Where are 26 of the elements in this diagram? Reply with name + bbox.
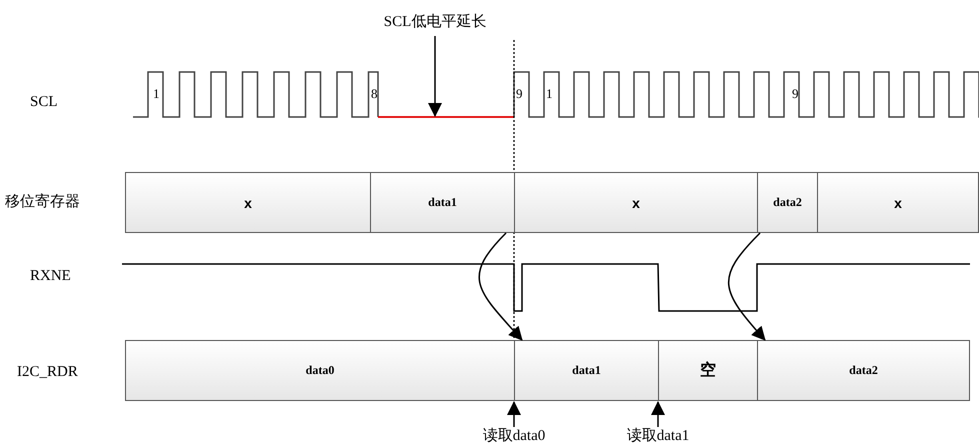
pulse-number: 1 xyxy=(546,86,552,102)
register-cell: x xyxy=(817,172,979,233)
arrow xyxy=(728,232,766,341)
signal-label: RXNE xyxy=(30,268,71,284)
register-cell: data2 xyxy=(757,340,970,401)
arrow xyxy=(651,401,665,427)
read-note: 读取data1 xyxy=(626,428,690,444)
read-note: 读取data0 xyxy=(482,428,546,444)
pulse-number: 1 xyxy=(153,86,160,102)
register-cell: 空 xyxy=(658,340,758,401)
pulse-number: 9 xyxy=(792,86,798,102)
pulse-number: 8 xyxy=(371,86,378,102)
register-cell: x xyxy=(125,172,371,233)
signal-label: SCL xyxy=(30,94,58,110)
arrow xyxy=(507,401,521,427)
signal-label: I2C_RDR xyxy=(17,364,78,380)
register-cell: data2 xyxy=(757,172,818,233)
annotation-text: SCL低电平延长 xyxy=(384,14,486,30)
register-cell: data0 xyxy=(125,340,515,401)
register-cell: data1 xyxy=(514,340,659,401)
arrow xyxy=(478,232,523,341)
pulse-number: 9 xyxy=(516,86,522,102)
register-cell: x xyxy=(514,172,758,233)
register-cell: data1 xyxy=(370,172,515,233)
arrow xyxy=(428,36,442,117)
signal-label: 移位寄存器 xyxy=(5,194,80,210)
